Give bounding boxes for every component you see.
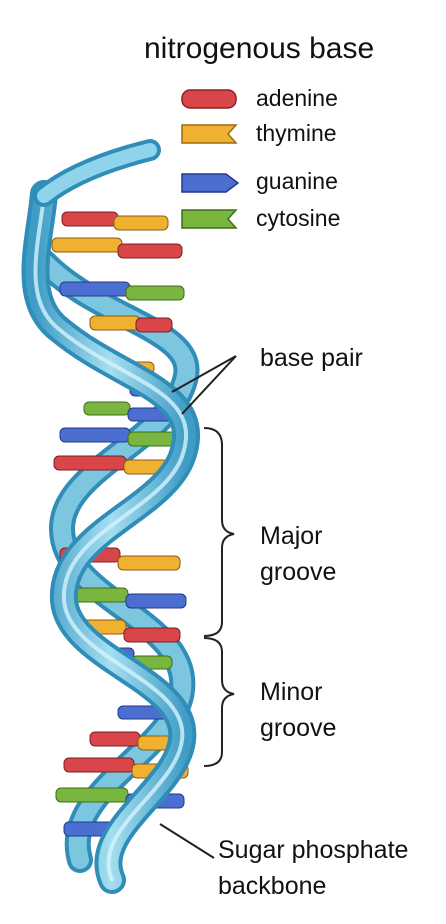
legend-label-thymine: thymine <box>256 122 337 145</box>
page-title: nitrogenous base <box>144 34 374 64</box>
legend-label-guanine: guanine <box>256 170 338 193</box>
minor-groove-label: Minor groove <box>260 674 400 746</box>
legend-label-cytosine: cytosine <box>256 207 340 230</box>
legend-label-adenine: adenine <box>256 87 338 110</box>
backbone-pointer <box>160 824 214 858</box>
major-groove-label: Major groove <box>260 518 400 590</box>
major-groove-bracket <box>204 428 234 636</box>
adenine-legend-icon <box>182 90 236 108</box>
cytosine-legend-icon <box>182 210 236 228</box>
minor-groove-bracket <box>204 638 234 766</box>
legend-icons <box>182 90 238 228</box>
backbone-label: Sugar phosphate backbone <box>218 832 438 904</box>
guanine-legend-icon <box>182 174 238 192</box>
thymine-legend-icon <box>182 125 236 143</box>
base-pair-label: base pair <box>260 340 380 376</box>
double-helix <box>35 150 188 880</box>
